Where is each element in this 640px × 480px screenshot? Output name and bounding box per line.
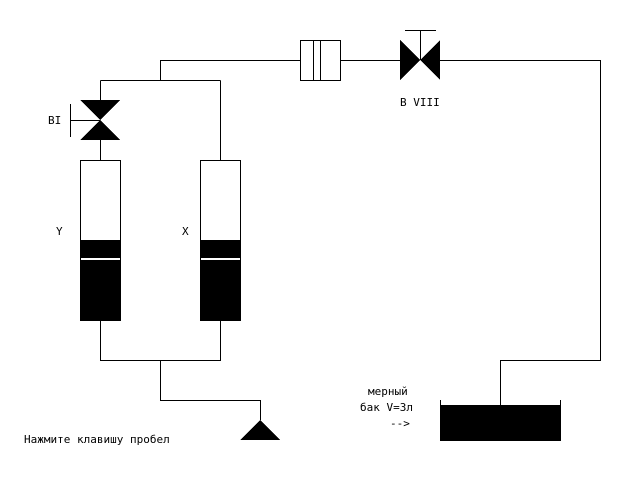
column-x-label: X xyxy=(182,225,189,238)
valve-bi-bottom-half xyxy=(80,120,120,140)
pipe-top-line xyxy=(160,60,300,80)
valve-b-viii-left-half xyxy=(400,40,420,80)
column-y-fill-lower xyxy=(80,260,121,321)
tank-label-line1: мерный xyxy=(368,385,408,398)
valve-bi xyxy=(70,100,120,140)
valve-b-viii-label: B VIII xyxy=(400,96,440,109)
tank-label-line2: бак V=3л xyxy=(360,401,413,414)
pipe-network xyxy=(100,60,601,420)
column-y xyxy=(80,160,121,321)
column-x-fill-lower xyxy=(200,260,241,321)
pipe-drain xyxy=(160,360,261,420)
pipe-bottom-y xyxy=(100,320,221,361)
column-x-fill-upper xyxy=(200,240,241,258)
pipe-valve-8-to-right xyxy=(440,60,601,405)
valve-bi-label: BI xyxy=(48,114,61,127)
drain-triangle xyxy=(240,420,280,440)
tank-arrow: --> xyxy=(390,417,410,430)
flow-meter xyxy=(300,40,341,81)
column-y-label: Y xyxy=(56,225,63,238)
measuring-tank xyxy=(440,400,561,441)
valve-b-viii-right-half xyxy=(420,40,440,80)
column-y-fill-upper xyxy=(80,240,121,258)
column-x xyxy=(200,160,241,321)
valve-bi-top-half xyxy=(80,100,120,120)
measuring-tank-liquid xyxy=(440,405,561,441)
valve-b-viii xyxy=(400,30,440,80)
press-space-prompt: Нажмите клавишу пробел xyxy=(24,433,170,446)
